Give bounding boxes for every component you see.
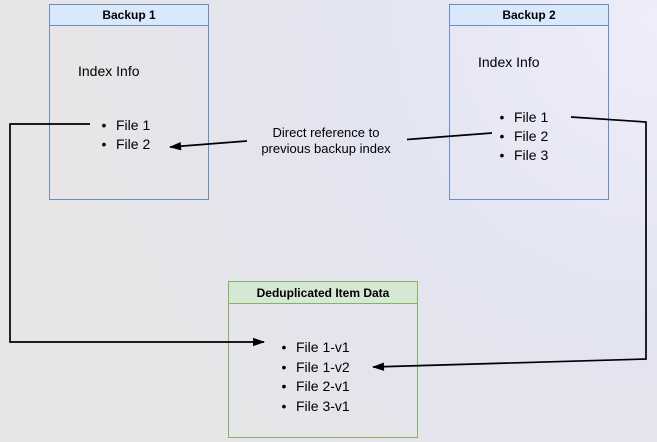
annotation-line2: previous backup index xyxy=(261,141,391,156)
backup1-index-label: Index Info xyxy=(78,63,140,79)
backup2-title: Backup 2 xyxy=(450,5,608,26)
backup2-index-label: Index Info xyxy=(478,54,540,70)
dedup-box: Deduplicated Item Data File 1-v1File 1-v… xyxy=(228,281,418,438)
dedup-file-list: File 1-v1File 1-v2File 2-v1File 3-v1 xyxy=(276,338,350,417)
list-item: File 1 xyxy=(96,116,150,135)
list-item: File 2-v1 xyxy=(276,377,350,397)
list-item: File 2 xyxy=(96,135,150,154)
list-item: File 3-v1 xyxy=(276,397,350,417)
annotation-label: Direct reference to previous backup inde… xyxy=(240,125,412,157)
list-item: File 1 xyxy=(494,108,548,127)
backup1-title: Backup 1 xyxy=(50,5,208,26)
list-item: File 1-v1 xyxy=(276,338,350,358)
backup1-file-list: File 1File 2 xyxy=(96,116,150,154)
dedup-title: Deduplicated Item Data xyxy=(229,282,417,304)
list-item: File 1-v2 xyxy=(276,358,350,378)
list-item: File 3 xyxy=(494,146,548,165)
backup1-box: Backup 1 Index Info File 1File 2 xyxy=(49,4,209,200)
annotation-line1: Direct reference to xyxy=(272,125,380,140)
backup2-file-list: File 1File 2File 3 xyxy=(494,108,548,165)
list-item: File 2 xyxy=(494,127,548,146)
backup2-box: Backup 2 Index Info File 1File 2File 3 xyxy=(449,4,609,200)
